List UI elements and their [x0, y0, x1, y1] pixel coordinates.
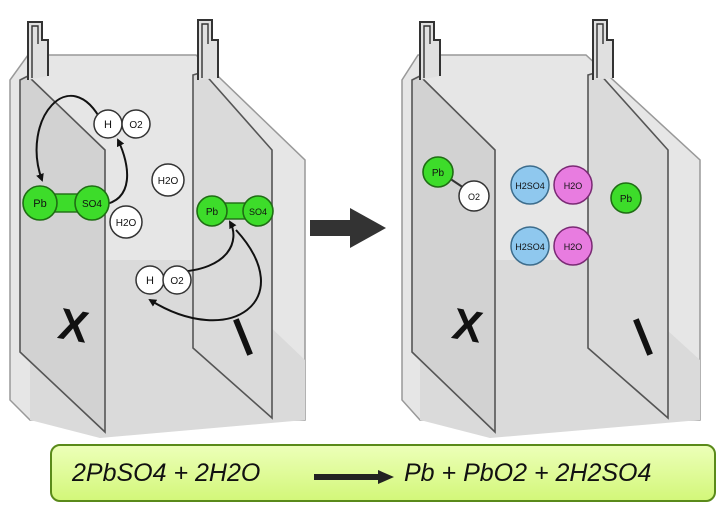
water-molecule-1: H2O	[151, 163, 185, 197]
water-product-2-label: H2O	[564, 242, 583, 252]
left-cell-terminal-left-inner	[31, 25, 39, 78]
right-cell-mark-i	[633, 318, 653, 356]
left-arrow-bottom-return	[148, 229, 262, 322]
pbso4-left-so4-label: SO4	[82, 199, 102, 210]
pbo2-o2-label: O2	[468, 192, 480, 202]
ho2-molecule-top: H O2	[93, 109, 151, 139]
reaction-arrow-icon	[310, 208, 386, 248]
water-product-2: H2O	[553, 226, 593, 266]
water-2-label: H2O	[116, 218, 137, 229]
equation-reactants: 2PbSO4 + 2H2O	[72, 458, 261, 487]
left-arrow-top-curve	[35, 95, 103, 182]
ho2-bottom-o2-label: O2	[170, 276, 184, 287]
right-cell-terminal-left	[419, 21, 441, 80]
left-cell-mark-i	[233, 318, 253, 356]
pbso4-right-so4-label: SO4	[249, 207, 267, 217]
pbso4-molecule-right: Pb SO4	[196, 195, 274, 227]
pbo2-pb-label: Pb	[432, 168, 445, 179]
water-product-1: H2O	[553, 165, 593, 205]
pbso4-left-pb-label: Pb	[33, 198, 46, 210]
right-cell: X Pb O2 H2SO4 H2O H2SO4 H2O	[401, 19, 701, 438]
right-cell-terminal-left-inner	[423, 25, 431, 78]
left-cell-terminal-right	[197, 19, 219, 80]
equation-products: Pb + PbO2 + 2H2SO4	[404, 458, 652, 487]
water-product-1-label: H2O	[564, 181, 583, 191]
right-cell-terminal-right	[592, 19, 614, 80]
left-cell: X Pb SO4 H O2 H2O H2O	[9, 19, 306, 438]
pb-molecule: Pb	[610, 182, 642, 214]
left-cell-terminal-left	[27, 21, 49, 80]
h2so4-molecule-2: H2SO4	[510, 226, 550, 266]
pbo2-molecule: Pb O2	[422, 156, 490, 212]
ho2-bottom-h-label: H	[146, 275, 154, 287]
h2so4-molecule-1: H2SO4	[510, 165, 550, 205]
h2so4-1-label: H2SO4	[515, 181, 545, 191]
ho2-top-o2-label: O2	[129, 120, 143, 131]
pbso4-molecule-left: Pb SO4	[22, 185, 110, 221]
left-arrow-bottom-curve	[175, 220, 237, 273]
equation-box: 2PbSO4 + 2H2O Pb + PbO2 + 2H2SO4	[50, 444, 716, 502]
water-1-label: H2O	[158, 176, 179, 187]
h2so4-2-label: H2SO4	[515, 242, 545, 252]
left-cell-plate-left	[19, 75, 106, 434]
equation-arrow-icon	[314, 470, 394, 484]
pbso4-right-pb-label: Pb	[206, 207, 219, 218]
ho2-top-h-label: H	[104, 119, 112, 131]
left-arrow-top-return	[101, 138, 129, 206]
water-molecule-2: H2O	[109, 205, 143, 239]
right-cell-terminal-right-inner	[596, 23, 604, 78]
pb-label: Pb	[620, 194, 633, 205]
left-cell-terminal-right-inner	[201, 23, 209, 78]
ho2-molecule-bottom: H O2	[135, 265, 192, 295]
